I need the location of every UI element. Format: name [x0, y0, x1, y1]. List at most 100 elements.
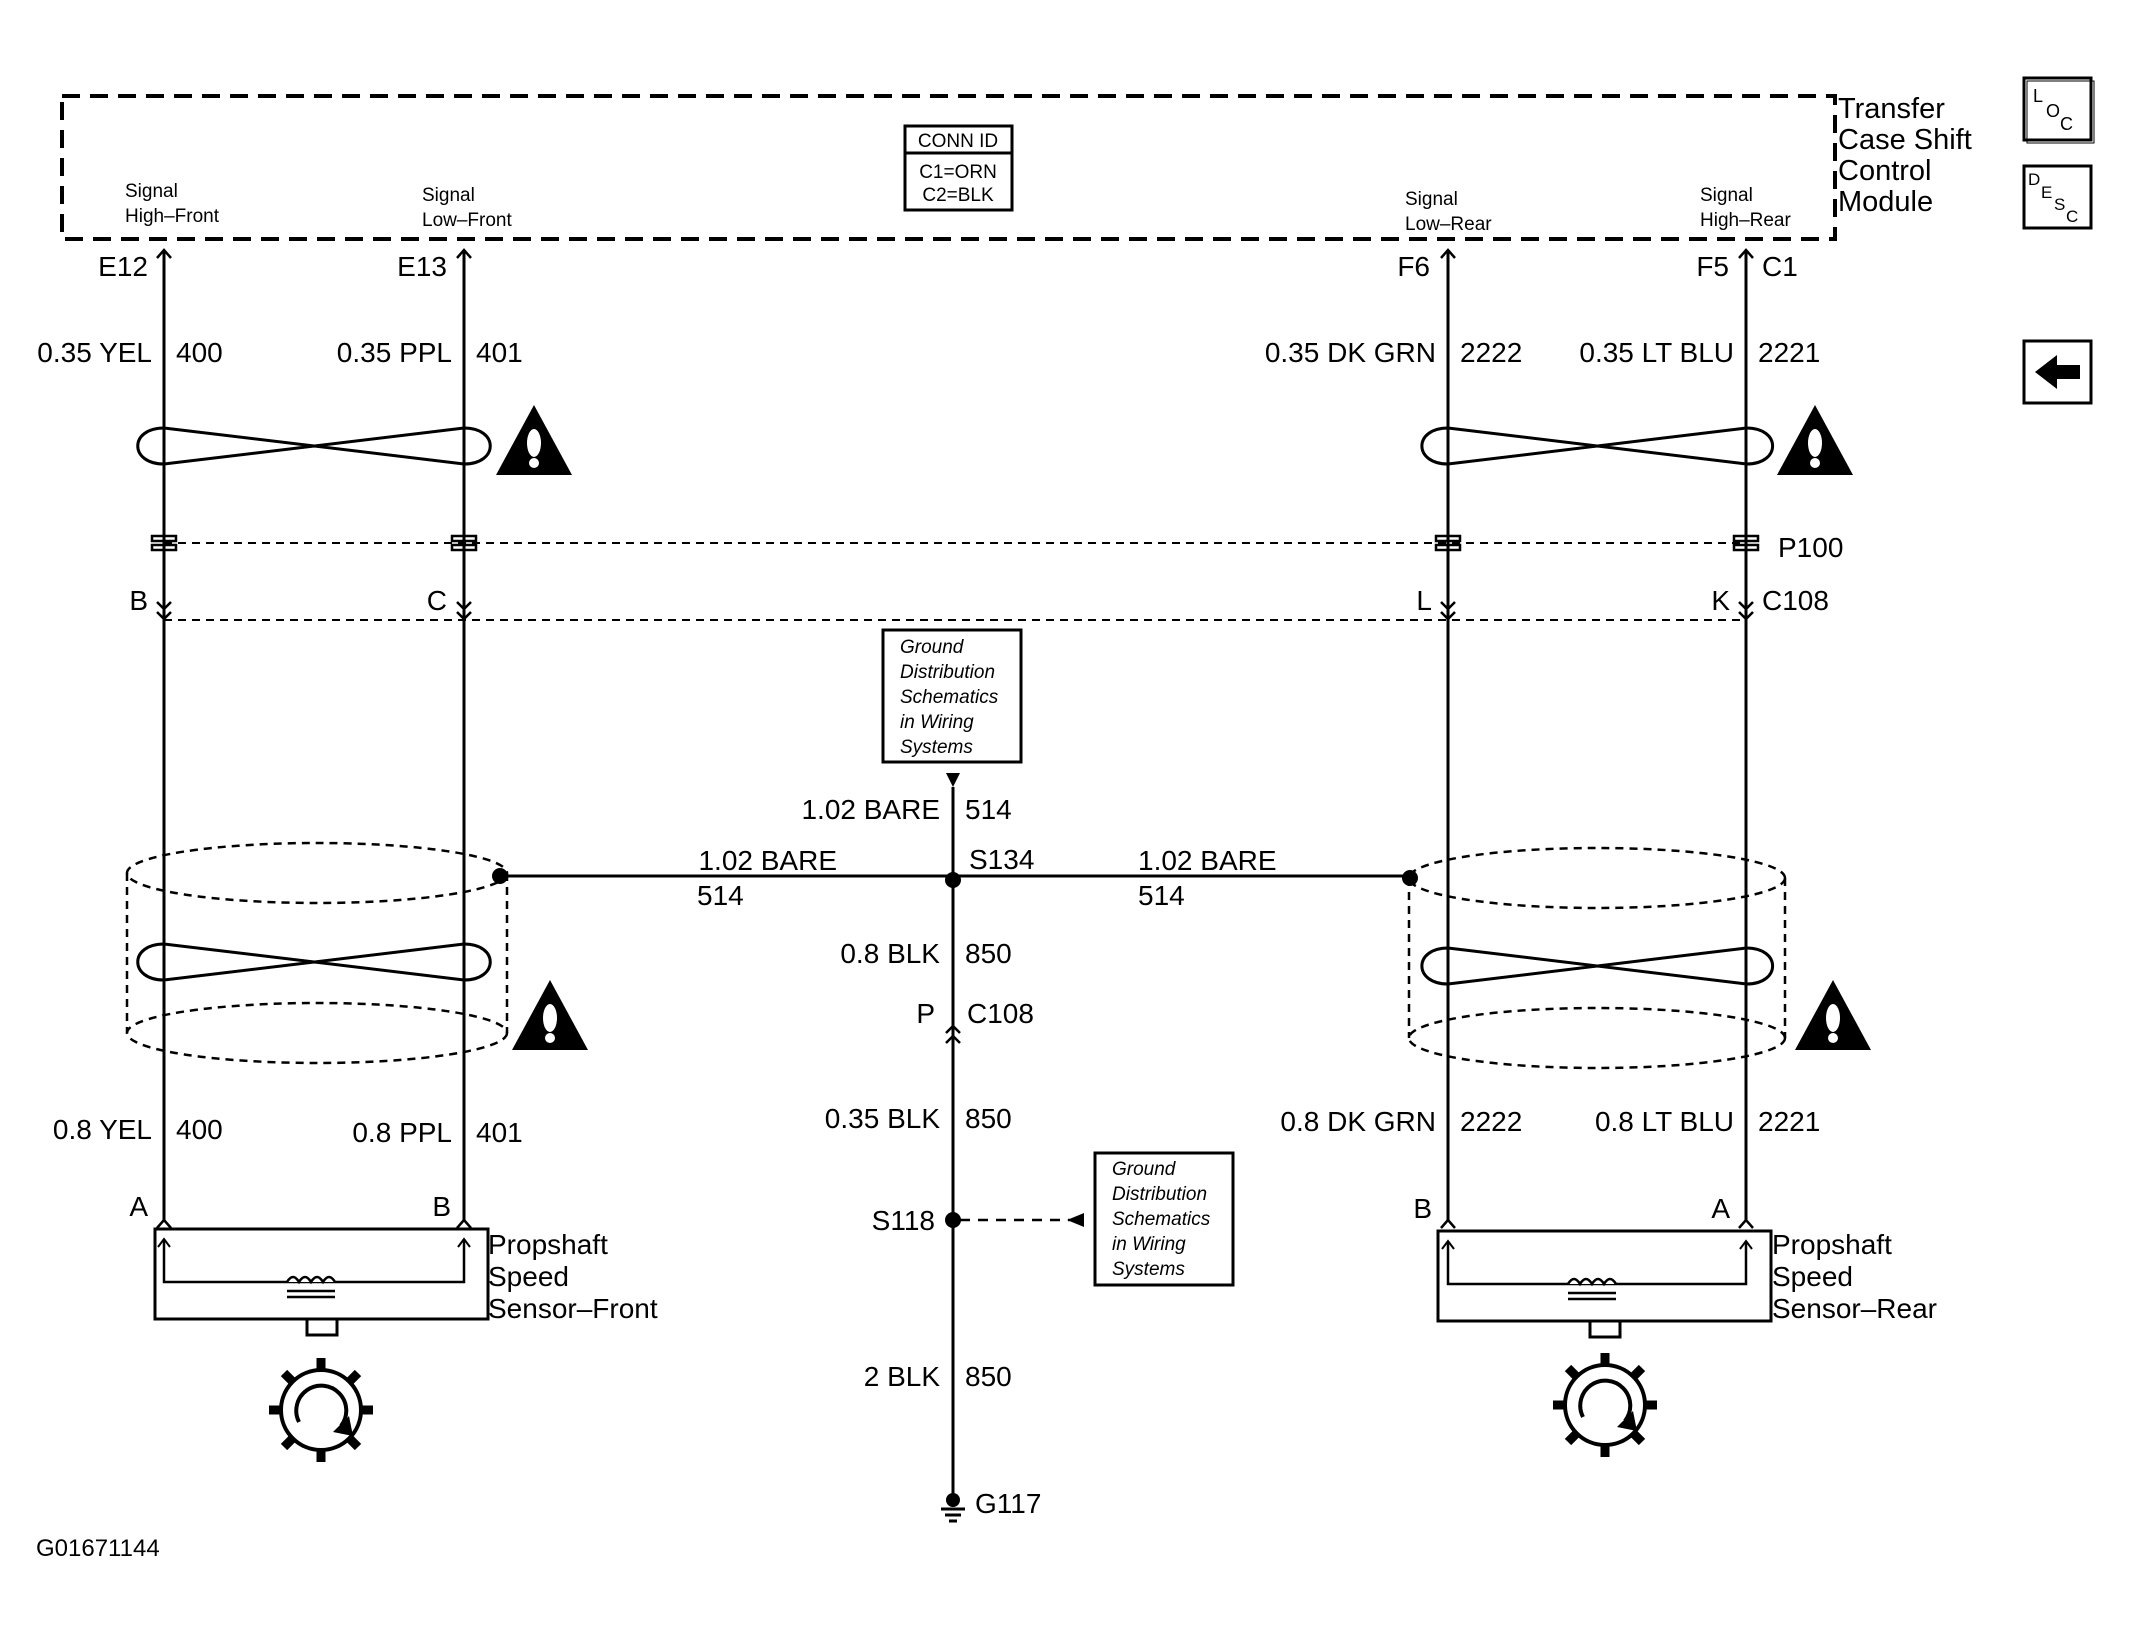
back-button[interactable]	[2022, 339, 2093, 405]
circuit-number: 2222	[1460, 1106, 1522, 1137]
desc-letter: D	[2028, 170, 2040, 189]
sensor-name-line: Speed	[1772, 1261, 1853, 1292]
back-arrow-icon	[2035, 355, 2080, 389]
ref-line: Schematics	[900, 687, 999, 708]
ref-line: Ground	[1112, 1159, 1177, 1180]
module-name-line: Module	[1838, 186, 1933, 218]
pin-label: E12	[98, 251, 148, 282]
circuit-number: 401	[476, 337, 523, 368]
splice-label: S134	[969, 844, 1034, 875]
module-name-line: Case Shift	[1838, 124, 1972, 156]
connector-chevron-icon	[945, 1024, 961, 1044]
sensor-pin: B	[432, 1191, 451, 1222]
twisted-pair-symbol	[136, 942, 492, 982]
pin-label: F6	[1397, 251, 1430, 282]
c108-pin: B	[129, 585, 148, 616]
ref-line: Systems	[900, 737, 973, 758]
ground-distribution-ref-bottom: Ground Distribution Schematics in Wiring…	[1093, 1151, 1235, 1287]
connector-label: C1	[1762, 251, 1798, 282]
c108-pin: K	[1711, 585, 1730, 616]
gear-reluctor-icon	[269, 1358, 373, 1462]
signal-label: Signal	[1405, 189, 1458, 210]
twisted-pair-symbol	[1420, 426, 1775, 466]
loc-letter: C	[2060, 114, 2073, 134]
loc-button[interactable]: L O C	[2022, 76, 2095, 144]
wire-color-label: 0.35 YEL	[37, 337, 152, 368]
signal-label: Signal	[422, 185, 475, 206]
module-name: Transfer Case Shift Control Module	[1838, 93, 1972, 218]
wire-color-label: 0.8 LT BLU	[1595, 1106, 1734, 1137]
loc-letter: L	[2033, 86, 2043, 106]
conn-id-title: CONN ID	[918, 131, 998, 152]
gear-reluctor-icon	[1553, 1353, 1657, 1457]
ref-arrow-icon	[1067, 1213, 1084, 1227]
module-name-line: Control	[1838, 155, 1932, 187]
ground-label: G117	[975, 1488, 1041, 1519]
conn-id-box: CONN ID C1=ORN C2=BLK	[903, 124, 1014, 212]
circuit-number: 400	[176, 337, 223, 368]
shield-rear	[1407, 846, 1787, 1070]
circuit-number: 400	[176, 1114, 223, 1145]
c108-pin: C	[427, 585, 447, 616]
warning-icon	[1795, 980, 1871, 1050]
ref-line: in Wiring	[900, 712, 974, 733]
twisted-pair-symbol	[1420, 946, 1775, 986]
wire-color-label: 0.35 LT BLU	[1579, 337, 1734, 368]
ref-line: Schematics	[1112, 1209, 1211, 1230]
ref-line: Systems	[1112, 1259, 1185, 1280]
wire-color-label: 0.35 DK GRN	[1265, 337, 1436, 368]
sensor-pin: A	[129, 1191, 148, 1222]
desc-letter: E	[2041, 183, 2052, 202]
ref-line: Ground	[900, 637, 965, 658]
sensor-name-line: Sensor–Rear	[1772, 1293, 1937, 1324]
c108-label: C108	[967, 998, 1034, 1029]
conn-id-line: C2=BLK	[922, 185, 994, 206]
signal-label: Signal	[125, 181, 178, 202]
wire-color-label: 1.02 BARE	[1138, 845, 1277, 876]
twisted-pair-symbol	[136, 426, 492, 466]
desc-button[interactable]: D E S C	[2022, 164, 2093, 230]
speed-sensor-rear	[1436, 1229, 1773, 1339]
c108-pin: P	[916, 998, 935, 1029]
module-box	[60, 94, 1837, 241]
wire-color-label: 2 BLK	[864, 1361, 941, 1392]
ref-line: in Wiring	[1112, 1234, 1186, 1255]
circuit-number: 2221	[1758, 337, 1820, 368]
wire-color-label: 0.8 BLK	[840, 938, 940, 969]
pin-label: E13	[397, 251, 447, 282]
conn-id-line: C1=ORN	[919, 162, 997, 183]
c108-pin: L	[1416, 585, 1432, 616]
wire-color-label: 0.8 DK GRN	[1280, 1106, 1436, 1137]
warning-icon	[1777, 405, 1853, 475]
splice-dot	[945, 1212, 961, 1228]
wire-color-label: 0.35 BLK	[825, 1103, 941, 1134]
sensor-name-line: Propshaft	[488, 1229, 608, 1260]
wire-color-label: 1.02 BARE	[801, 794, 940, 825]
wire-color-label: 0.8 YEL	[53, 1114, 152, 1145]
ref-arrow-icon	[946, 773, 960, 787]
speed-sensor-front	[153, 1227, 490, 1337]
splice-dot	[945, 872, 961, 888]
circuit-number: 850	[965, 1361, 1012, 1392]
circuit-number: 850	[965, 1103, 1012, 1134]
wire-color-label: 0.8 PPL	[352, 1117, 452, 1148]
signal-label: Low–Front	[422, 210, 512, 231]
signal-label: High–Rear	[1700, 210, 1791, 231]
pin-label: F5	[1696, 251, 1729, 282]
sensor-pin: B	[1413, 1193, 1432, 1224]
circuit-number: 2222	[1460, 337, 1522, 368]
module-name-line: Transfer	[1838, 93, 1945, 125]
sensor-pin-terminals	[156, 1218, 1754, 1229]
ref-line: Distribution	[900, 662, 995, 683]
sensor-name-line: Speed	[488, 1261, 569, 1292]
ref-line: Distribution	[1112, 1184, 1207, 1205]
module-pin-terminals	[156, 248, 1754, 259]
c108-label: C108	[1762, 585, 1829, 616]
circuit-number: 2221	[1758, 1106, 1820, 1137]
circuit-number: 514	[1138, 880, 1185, 911]
ground-icon	[941, 1493, 965, 1523]
shield-front	[125, 841, 509, 1065]
desc-letter: S	[2054, 195, 2065, 214]
warning-icon	[496, 405, 572, 475]
